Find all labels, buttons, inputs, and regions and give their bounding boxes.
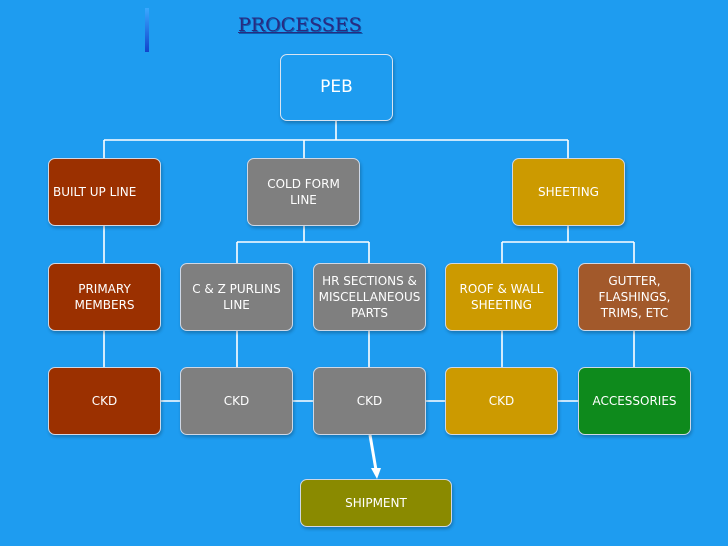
node-peb: PEB: [280, 54, 393, 121]
node-cz-purlins-line: C & Z PURLINS LINE: [180, 263, 293, 331]
accent-bar: [145, 8, 149, 52]
node-ckd-sheeting: CKD: [445, 367, 558, 435]
node-ckd-hr-sections: CKD: [313, 367, 426, 435]
node-ckd-primary: CKD: [48, 367, 161, 435]
node-ckd-purlins: CKD: [180, 367, 293, 435]
node-accessories: ACCESSORIES: [578, 367, 691, 435]
node-shipment: SHIPMENT: [300, 479, 452, 527]
page-title: PROCESSES: [238, 14, 362, 36]
node-hr-sections: HR SECTIONS & MISCELLANEOUS PARTS: [313, 263, 426, 331]
node-roof-wall-sheeting: ROOF & WALL SHEETING: [445, 263, 558, 331]
node-built-up-line: BUILT UP LINE: [48, 158, 161, 226]
node-primary-members: PRIMARY MEMBERS: [48, 263, 161, 331]
node-cold-form-line: COLD FORM LINE: [247, 158, 360, 226]
node-gutter-flashings: GUTTER, FLASHINGS, TRIMS, ETC: [578, 263, 691, 331]
node-sheeting: SHEETING: [512, 158, 625, 226]
